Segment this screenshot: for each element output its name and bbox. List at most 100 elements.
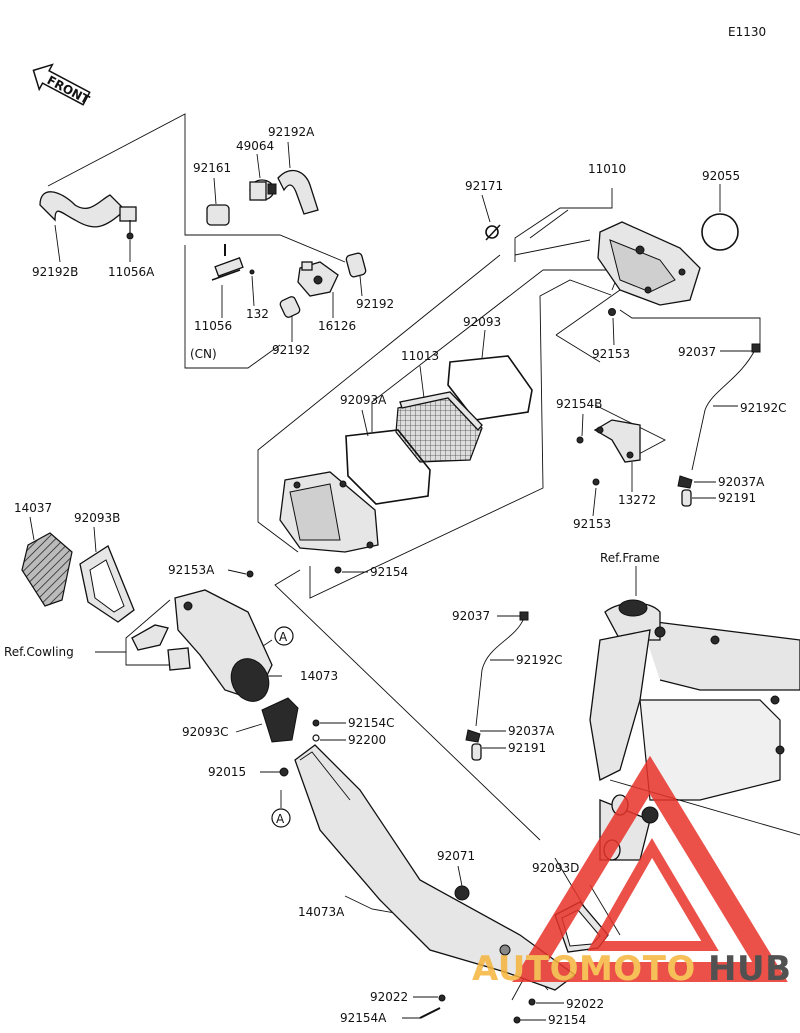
label-92037-top: 92037 [678,345,716,359]
label-92192c-top: 92192C [740,401,787,415]
label-92037-low: 92037 [452,609,490,623]
label-92093: 92093 [463,315,501,329]
label-92171: 92171 [465,179,503,193]
hose-92192-right [345,252,367,278]
svg-text:A: A [279,630,288,644]
label-92093c: 92093C [182,725,229,739]
hose-92192a [277,169,319,215]
label-13272: 13272 [618,493,656,507]
bracket-cowling [131,624,191,671]
svg-text:A: A [276,812,285,826]
bolt-92153-mid [592,478,600,486]
label-92154-low: 92154 [548,1013,586,1027]
part-labels: 92192B 11056A 92161 49064 92192A 11056 1… [4,125,787,1027]
bracket-13272 [593,419,641,463]
o-ring-92055 [701,213,739,251]
label-11056: 11056 [194,319,232,333]
label-92192-left: 92192 [272,343,310,357]
bracket-11056a [119,206,137,240]
label-16126: 16126 [318,319,356,333]
label-92192-right: 92192 [356,297,394,311]
label-92154-mid: 92154 [370,565,408,579]
watermark-inner-triangle-icon [587,838,719,951]
label-92153a: 92153A [168,563,215,577]
label-11056a: 11056A [108,265,155,279]
bolt-92154a [419,1007,441,1019]
grommet-92071 [454,885,470,901]
watermark-logo: AUTOMOTO HUB [472,755,791,989]
label-92015: 92015 [208,765,246,779]
washer-92200 [312,734,320,742]
clip-92015 [279,767,289,777]
bolt-92154b [576,436,584,444]
label-92071: 92071 [437,849,475,863]
label-92153-mid: 92153 [573,517,611,531]
duct-14073 [174,589,273,702]
label-132: 132 [246,307,269,321]
front-label: FRONT [45,73,93,107]
bolt-92153a [246,570,254,578]
label-pointers [29,141,752,1021]
cap-92161 [206,204,230,226]
hose-92192-left [279,296,301,318]
bolt-92154c [312,719,320,727]
callout-a-bottom: A [271,808,291,828]
diagram-code: E1130 [728,25,766,39]
label-11013: 11013 [401,349,439,363]
label-14073: 14073 [300,669,338,683]
label-cn: (CN) [190,347,217,361]
label-92093d: 92093D [532,861,579,875]
label-92154b: 92154B [556,397,602,411]
screen-14037 [21,532,73,607]
label-11010: 11010 [588,162,626,176]
label-92037a-top: 92037A [718,475,765,489]
gasket-92093b [79,545,135,623]
watermark-text-hub: HUB [708,949,791,989]
label-92161: 92161 [193,161,231,175]
hose-92192c-top [677,343,761,507]
label-92037a-low: 92037A [508,724,555,738]
label-92022-left: 92022 [370,990,408,1004]
watermark-text-automoto: AUTOMOTO [472,949,696,989]
washer-92022-left [438,994,446,1002]
label-14037: 14037 [14,501,52,515]
gasket-92093a [345,429,431,505]
frame-reference [589,599,800,861]
watermark-triangle-icon [512,755,788,982]
label-92154a: 92154A [340,1011,387,1025]
callout-a-top: A [274,626,294,646]
label-92191-top: 92191 [718,491,756,505]
label-92192c-low: 92192C [516,653,563,667]
label-92192b: 92192B [32,265,78,279]
label-92022-right: 92022 [566,997,604,1011]
label-ref-frame: Ref.Frame [600,551,660,565]
hose-92192c-low [465,611,529,761]
label-92055: 92055 [702,169,740,183]
label-14073a: 14073A [298,905,345,919]
front-arrow-icon: FRONT [32,63,93,107]
bolt-92154-low [513,1016,521,1024]
label-92192a: 92192A [268,125,315,139]
label-92153-top: 92153 [592,347,630,361]
valve-49064 [249,179,277,201]
duct-14073a [294,744,577,991]
label-49064: 49064 [236,139,274,153]
bracket-11056 [211,244,255,281]
bolt-92153-top [608,308,616,316]
air-cleaner-cover-11010 [597,221,701,306]
bolt-92154-mid [334,566,342,574]
label-92191-low: 92191 [508,741,546,755]
label-ref-cowling: Ref.Cowling [4,645,74,659]
hose-92192b [39,191,126,228]
washer-92022-right [528,998,536,1006]
label-92093a: 92093A [340,393,387,407]
gasket-92093 [447,355,533,421]
joint-16126 [297,261,339,297]
label-92200: 92200 [348,733,386,747]
element-11013 [395,391,483,463]
label-92093b: 92093B [74,511,120,525]
gasket-92093c [261,697,299,743]
clamp-92171 [485,224,501,241]
